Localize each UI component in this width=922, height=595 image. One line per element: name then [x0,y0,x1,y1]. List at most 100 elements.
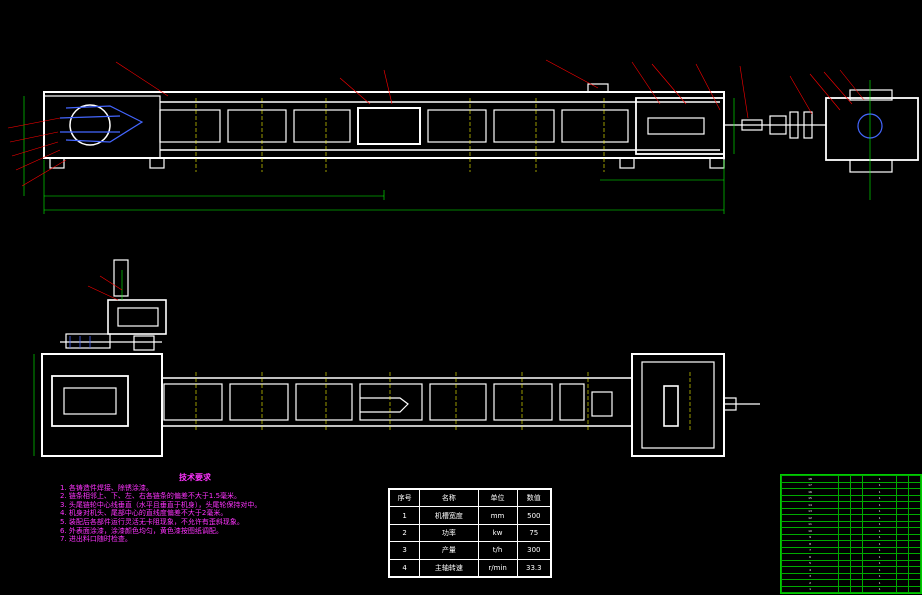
table-row: 1 机槽宽度 mm 500 [388,506,552,525]
param-cell: r/min [477,558,518,578]
bom-cell [908,520,921,528]
bom-cell [908,579,921,587]
param-cell: 300 [516,541,552,560]
bom-cell: 5 [780,559,840,567]
param-cell: 500 [516,506,552,525]
bom-cell: 10 [780,527,840,535]
bom-cell [838,514,851,522]
bom-cell [838,546,851,554]
centerlines-top [195,98,605,172]
bom-cell [908,507,921,515]
bom-cell [838,507,851,515]
bom-cell: 1 [861,585,898,593]
param-cell: 3 [388,541,421,560]
tech-req-line: 1. 各铸造件焊接、除锈涂漆。 [60,483,153,492]
param-cell: 2 [388,523,421,543]
bom-cell [908,572,921,580]
param-cell: mm [477,506,518,525]
param-cell: 1 [388,506,421,525]
bom-cell [849,585,863,593]
plan-view [41,259,760,457]
param-cell: kw [477,523,518,543]
bom-cell: 7 [780,546,840,554]
bom-cell: 1 [861,559,898,567]
bom-cell: 1 [861,514,898,522]
param-header: 数值 [516,488,552,508]
bom-cell [838,579,851,587]
table-row: 12 1 [780,514,921,522]
param-cell: 主轴转速 [419,558,479,578]
table-row: 2 功率 kw 75 [388,523,552,543]
bom-cell [908,540,921,548]
param-header: 序号 [388,488,421,508]
dimensions-bottom [33,270,123,456]
param-cell: 4 [388,558,421,578]
bom-cell: 12 [780,514,840,522]
bom-cell [838,585,851,593]
table-row: 3 产量 t/h 300 [388,541,552,560]
param-cell: 机槽宽度 [419,506,479,525]
plan-hatch [69,336,91,348]
table-row: 10 1 [780,527,921,535]
table-row: 13 1 [780,507,921,515]
elevation-view [43,80,919,200]
bom-cell: 1 [861,540,898,548]
tech-req-line: 2. 链条相邻上、下、左、右各链条的偏差不大于1.5毫米。 [60,492,242,501]
param-header: 单位 [477,488,518,508]
bom-cell: 4 [780,566,840,574]
bom-cell: 1 [861,572,898,580]
param-cell: 75 [516,523,552,543]
tech-req-line: 4. 机身对机头、尾部中心的直线度偏差不大于2毫米。 [60,509,228,518]
param-cell: 功率 [419,523,479,543]
bom-cell [908,559,921,567]
tech-req-line: 5. 装配后各部件运行灵活无卡阻现象，不允许有歪斜现象。 [60,517,244,526]
bom-cell [908,527,921,535]
dimensions-top [23,96,735,214]
bom-cell: 1 [780,585,840,593]
leaders-top [7,59,865,187]
bom-cell [908,585,921,593]
bom-cell: 1 [861,507,898,515]
tech-req-title: 技术要求 [179,473,211,482]
bom-cell [908,514,921,522]
bom-cell [838,566,851,574]
bom-cell [838,559,851,567]
bom-cell: 1 [861,533,898,541]
centerlines-bottom [195,372,691,432]
bom-cell [908,566,921,574]
bom-cell: 9 [780,533,840,541]
parameter-table: 序号 名称 单位 数值 1 机槽宽度 mm 500 2 功率 kw 75 3 产… [388,488,552,578]
bom-cell [908,553,921,561]
param-header: 名称 [419,488,479,508]
bom-cell [838,533,851,541]
bom-cell [838,540,851,548]
bom-cell [838,527,851,535]
bom-cell [908,546,921,554]
tech-req-line: 7. 进出料口随时检查。 [60,535,132,544]
tech-req-line: 3. 头尾链轮中心线垂直（水平且垂直于机身），头尾轮保持对中。 [60,500,262,509]
bom-cell [908,533,921,541]
bom-cell: 3 [780,572,840,580]
bom-cell: 1 [861,579,898,587]
technical-requirements: 技术要求 1. 各铸造件焊接、除锈涂漆。 2. 链条相邻上、下、左、右各链条的偏… [60,473,330,544]
bom-cell: 1 [861,546,898,554]
bom-cell: 1 [861,553,898,561]
bom-cell [838,572,851,580]
bom-cell: 2 [780,579,840,587]
bom-cell: 13 [780,507,840,515]
leaders-bottom [87,275,123,301]
param-cell: 产量 [419,541,479,560]
bom-cell: 1 [861,527,898,535]
table-row: 4 主轴转速 r/min 33.3 [388,558,552,578]
